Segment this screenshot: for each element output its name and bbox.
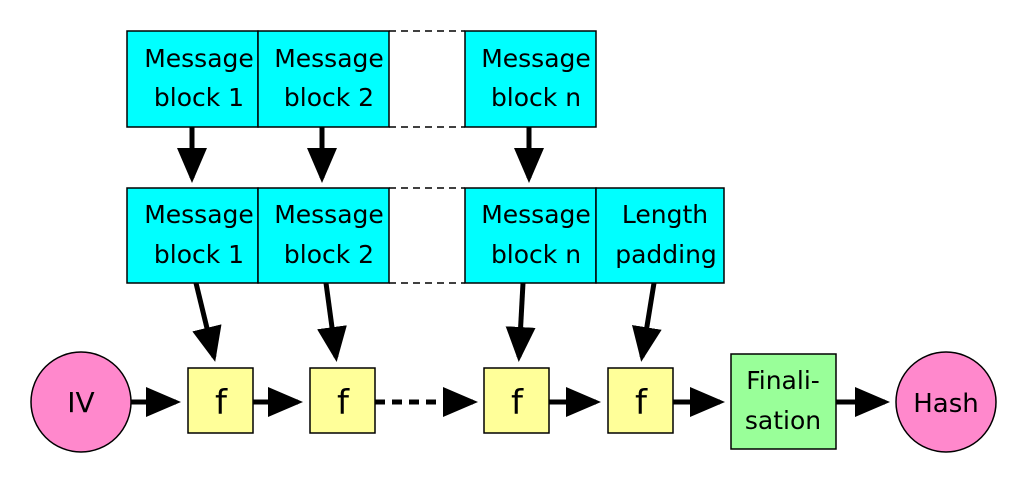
- hash-node: Hash: [895, 351, 997, 453]
- mid-block-2-line2: block 2: [284, 240, 374, 269]
- hash-label: Hash: [913, 389, 979, 419]
- f-box-1: [187, 367, 254, 434]
- top-block-1-line2: block 1: [154, 83, 244, 112]
- iv-label: IV: [67, 386, 94, 419]
- top-block-1: [126, 30, 259, 128]
- middle-message-blocks: Message block 1 Message block 2 Message …: [126, 187, 725, 284]
- arrow-padding-to-f4: [631, 282, 662, 362]
- top-block-2-line1: Message: [274, 44, 384, 73]
- length-padding-line2: padding: [615, 240, 717, 269]
- f-box-4-label: f: [635, 383, 648, 423]
- finalisation-box: [730, 353, 837, 450]
- finalisation-line2: sation: [745, 406, 821, 435]
- padding-arrows: [177, 127, 544, 183]
- finalisation-line1: Finali-: [746, 366, 820, 395]
- f-box-2: [309, 367, 376, 434]
- top-block-n: [464, 30, 597, 128]
- arrow-mid2-to-f2: [317, 282, 347, 362]
- top-block-2-line2: block 2: [284, 83, 374, 112]
- iv-circle: [30, 351, 132, 453]
- mid-block-n-line1: Message: [481, 200, 591, 229]
- iv-node: IV: [30, 351, 132, 453]
- compression-functions: f f f f: [187, 367, 674, 434]
- f-box-2-label: f: [337, 383, 350, 423]
- f-box-1-label: f: [215, 383, 228, 423]
- finalisation-node: Finali- sation: [730, 353, 837, 450]
- top-block-1-line1: Message: [144, 44, 254, 73]
- mid-block-2-line1: Message: [274, 200, 384, 229]
- feed-arrows: [192, 282, 662, 362]
- top-block-2: [257, 30, 390, 128]
- arrow-midn-to-f3: [505, 282, 536, 362]
- f-box-3: [483, 367, 550, 434]
- mid-block-1: [126, 187, 259, 284]
- top-block-n-line1: Message: [481, 44, 591, 73]
- top-block-n-line2: block n: [491, 83, 581, 112]
- mid-block-n: [464, 187, 597, 284]
- hash-circle: [895, 351, 997, 453]
- f-box-4: [607, 367, 674, 434]
- mid-block-1-line1: Message: [144, 200, 254, 229]
- f-box-3-label: f: [511, 383, 524, 423]
- arrow-mid1-to-f1: [192, 282, 222, 362]
- mid-block-2: [257, 187, 390, 284]
- mid-block-n-line2: block n: [491, 240, 581, 269]
- mid-block-1-line2: block 1: [154, 240, 244, 269]
- length-padding-line1: Length: [622, 200, 708, 229]
- length-padding-block: [595, 187, 725, 284]
- top-message-blocks: Message block 1 Message block 2 Message …: [126, 30, 597, 128]
